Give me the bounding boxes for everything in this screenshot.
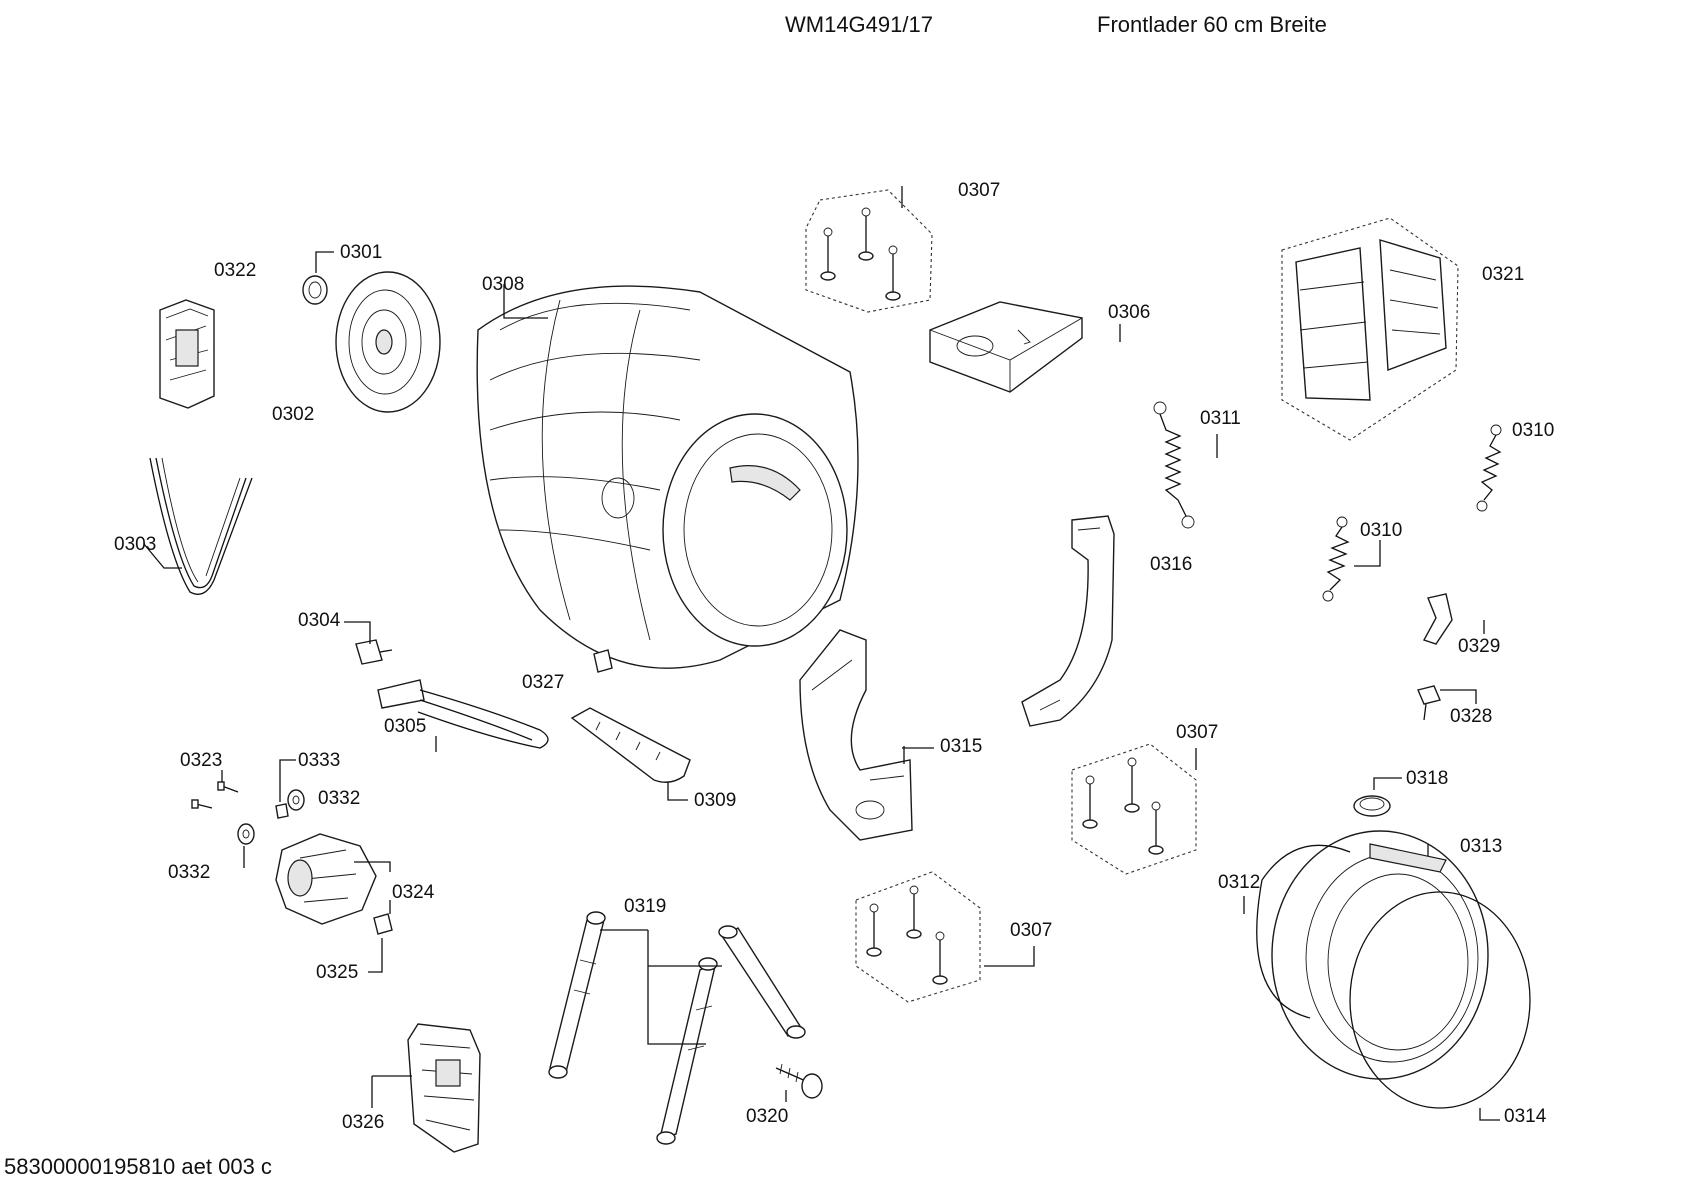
label-0305: 0305 — [384, 716, 426, 737]
label-0321: 0321 — [1482, 264, 1524, 285]
part-hose-clamp — [1353, 795, 1391, 817]
callout-labels: 0301 0322 0302 0308 0303 0304 0305 0327 … — [114, 180, 1554, 1133]
part-spring-long — [1153, 401, 1195, 529]
part-bolt — [775, 1063, 823, 1099]
label-0319: 0319 — [624, 896, 666, 917]
part-control-module — [159, 299, 215, 409]
part-heating-element — [377, 679, 549, 749]
part-screw-set-low — [855, 871, 981, 1003]
part-clamp-ring — [1349, 891, 1531, 1109]
part-bracket-left — [799, 629, 913, 841]
model-number: WM14G491/17 — [785, 12, 933, 37]
label-0311: 0311 — [1200, 408, 1241, 429]
label-0310-middle: 0310 — [1360, 520, 1402, 541]
part-spring-right — [1476, 424, 1502, 512]
label-0322: 0322 — [214, 260, 256, 281]
label-0323: 0323 — [180, 750, 222, 771]
part-clip — [593, 649, 613, 673]
label-0315: 0315 — [940, 736, 982, 757]
label-0302: 0302 — [272, 404, 314, 425]
label-0326: 0326 — [342, 1112, 384, 1133]
label-0310-right: 0310 — [1512, 420, 1554, 441]
part-electronic-module — [1281, 217, 1459, 441]
label-0307-mid: 0307 — [1176, 722, 1218, 743]
label-0324: 0324 — [392, 882, 435, 903]
label-0320: 0320 — [746, 1106, 788, 1127]
part-screw-set-top — [805, 189, 933, 313]
part-door-catch — [1417, 593, 1453, 721]
label-0303: 0303 — [114, 534, 156, 555]
part-small-screws — [191, 781, 305, 845]
part-door-seal — [1271, 830, 1489, 1080]
part-wire-clamp — [1256, 844, 1351, 1019]
part-hose-clamp-small — [373, 913, 393, 935]
label-0318: 0318 — [1406, 768, 1448, 789]
label-0328: 0328 — [1450, 706, 1492, 727]
part-counterweight-block — [929, 301, 1083, 393]
label-0327: 0327 — [522, 672, 564, 693]
leader-lines — [143, 186, 1500, 1121]
label-0307-top: 0307 — [958, 180, 1000, 201]
part-drain-pump — [275, 833, 377, 925]
document-id: 58300000195810 aet 003 c — [4, 1154, 272, 1179]
part-bracket-right — [1021, 515, 1115, 727]
part-control-board — [407, 1023, 481, 1153]
label-0325: 0325 — [316, 962, 358, 983]
part-temperature-sensor — [355, 639, 393, 665]
label-0306: 0306 — [1108, 302, 1150, 323]
part-pulley — [335, 271, 441, 413]
label-0332-lower: 0332 — [168, 862, 210, 883]
label-0312: 0312 — [1218, 872, 1260, 893]
label-0313: 0313 — [1460, 836, 1502, 857]
part-drum-tub — [476, 285, 859, 669]
label-0332-upper: 0332 — [318, 788, 360, 809]
label-0304: 0304 — [298, 610, 341, 631]
label-0329: 0329 — [1458, 636, 1500, 657]
part-shock-absorbers — [548, 911, 806, 1145]
part-drum-lifter — [570, 707, 691, 783]
label-0307-low: 0307 — [1010, 920, 1052, 941]
part-screw-set-middle — [1071, 743, 1197, 875]
part-spring-middle — [1322, 516, 1350, 602]
label-0316: 0316 — [1150, 554, 1192, 575]
label-0309: 0309 — [694, 790, 736, 811]
appliance-description: Frontlader 60 cm Breite — [1097, 12, 1327, 37]
part-bearing-ring — [302, 275, 328, 305]
label-0333: 0333 — [298, 750, 340, 771]
label-0314: 0314 — [1504, 1106, 1547, 1127]
label-0301: 0301 — [340, 242, 382, 263]
part-drive-belt — [149, 457, 253, 595]
label-0308: 0308 — [482, 274, 524, 295]
